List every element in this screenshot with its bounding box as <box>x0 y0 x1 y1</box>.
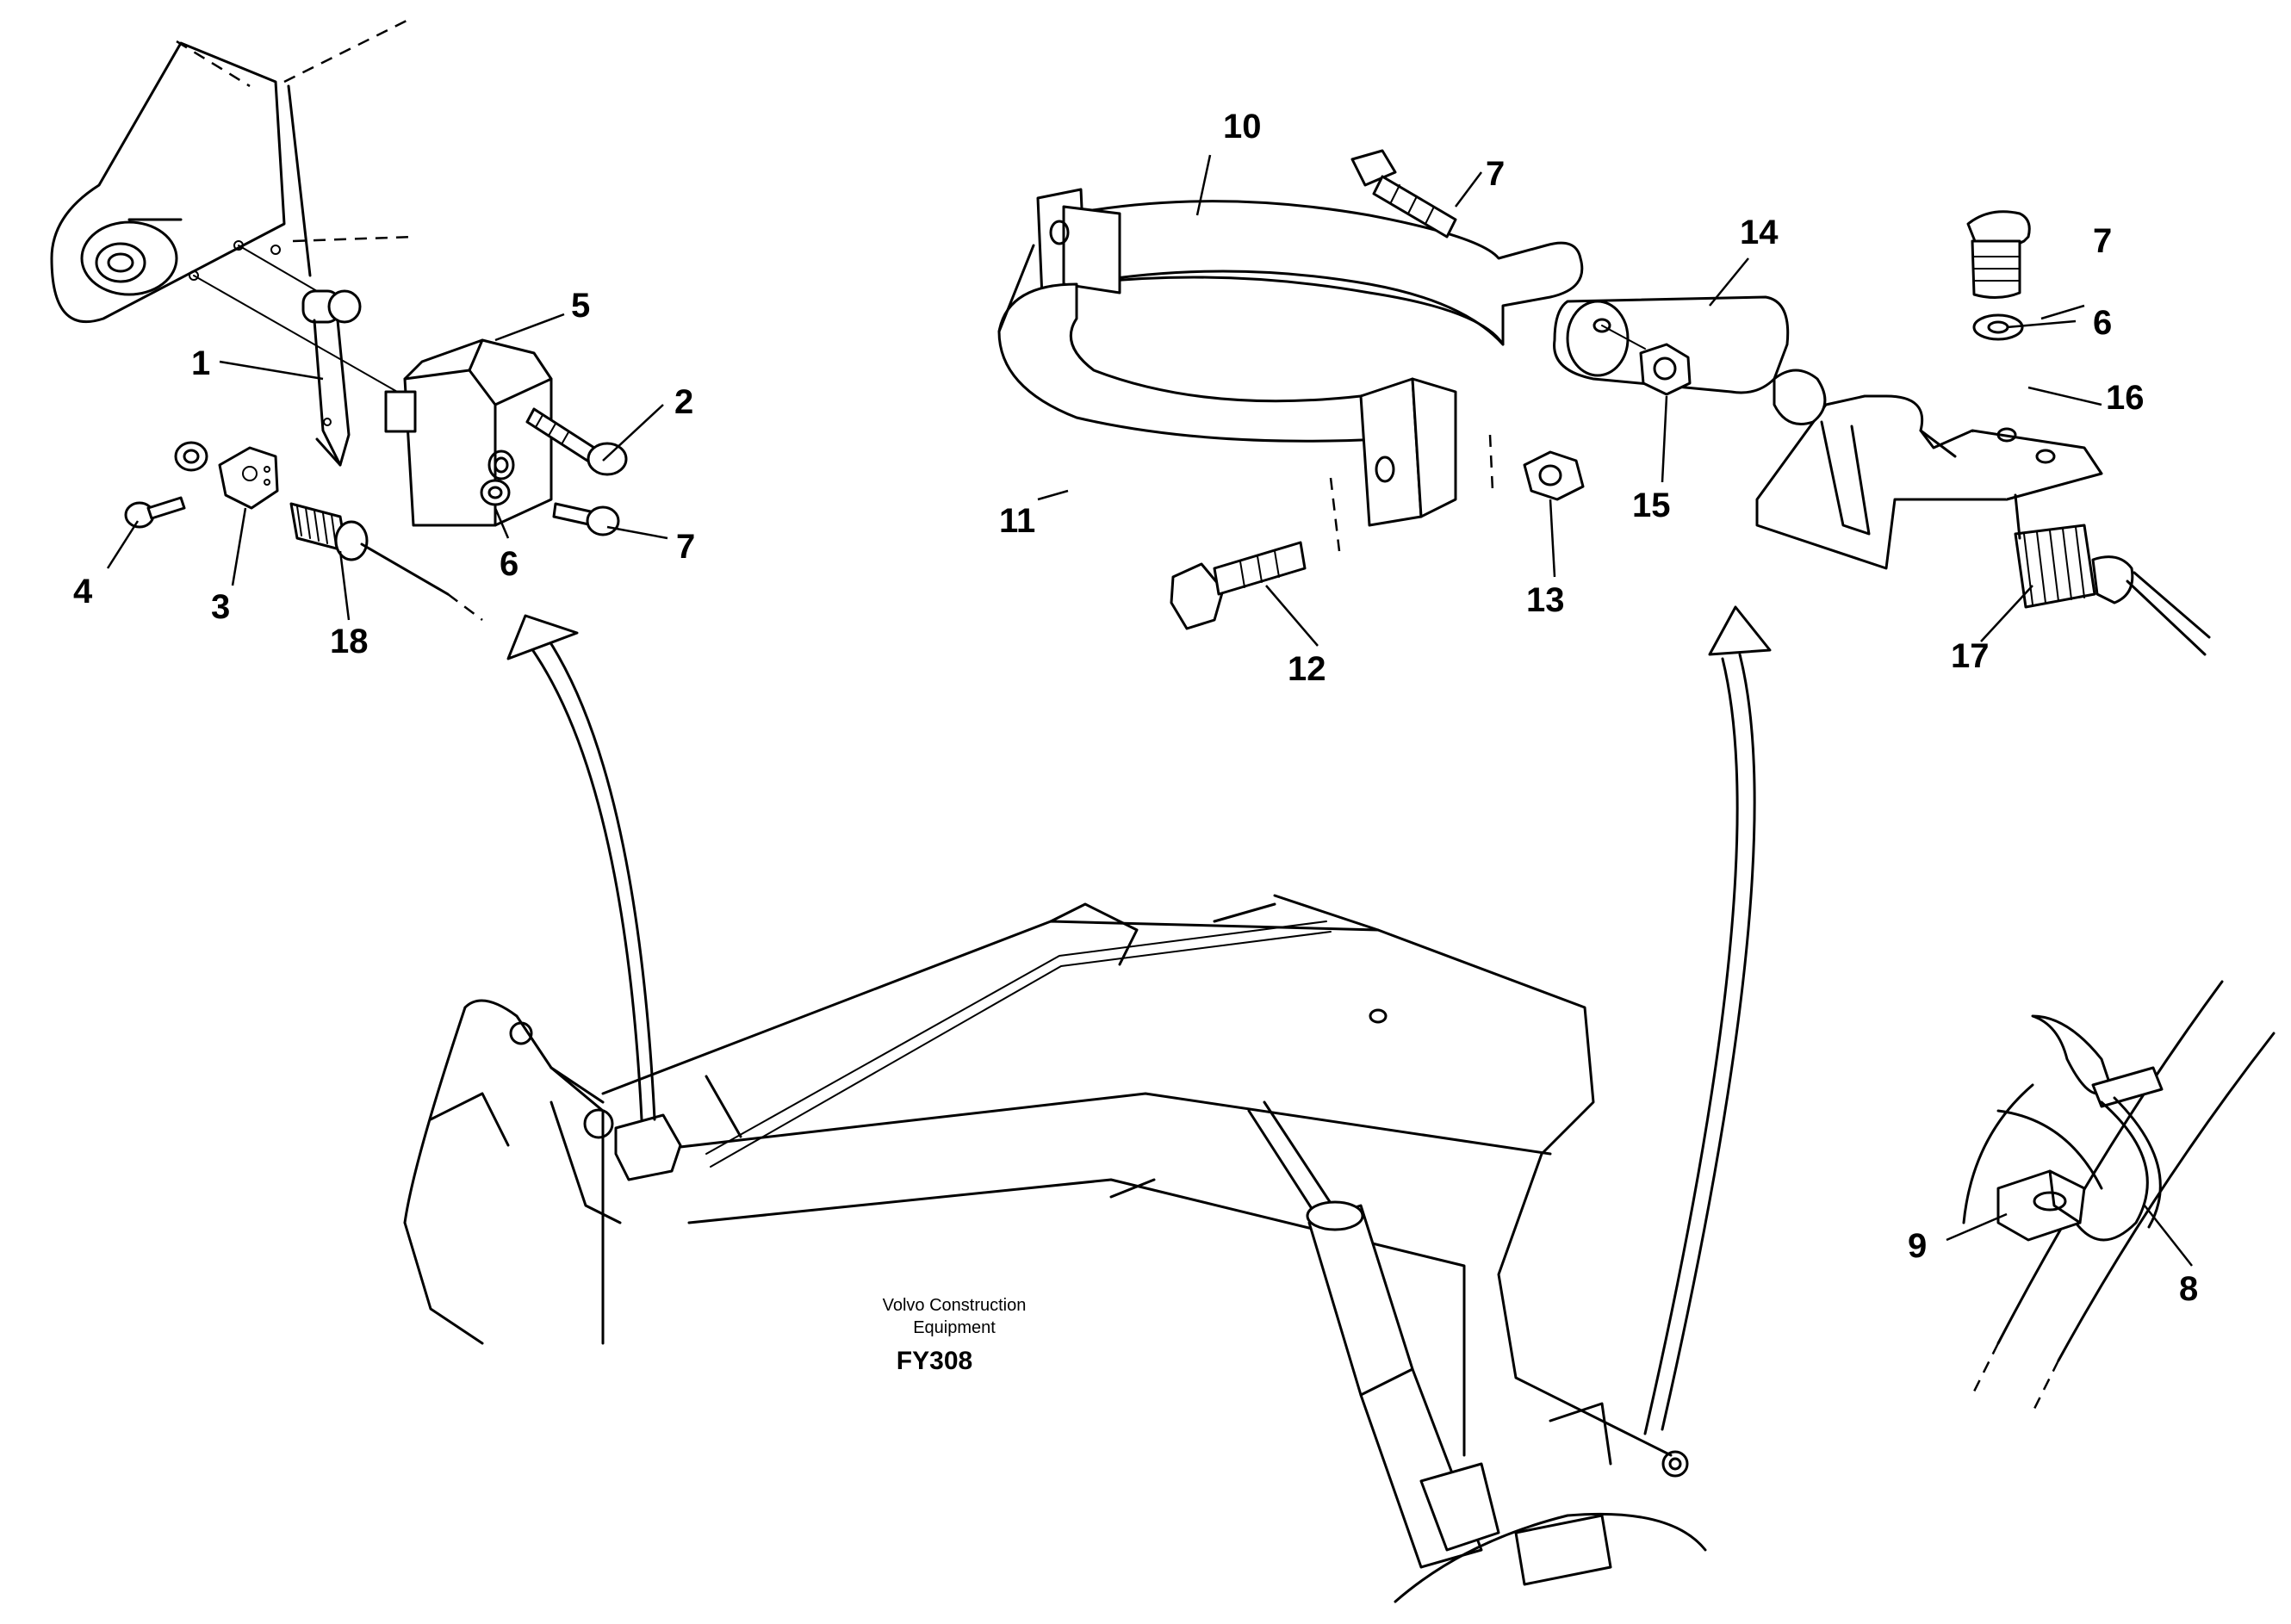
clamp-upper-half <box>1036 188 1584 346</box>
bolt-7-top <box>1350 149 1457 239</box>
callout-10: 10 <box>1223 108 1262 146</box>
callout-4: 4 <box>73 573 93 611</box>
detail-cable-tie <box>1962 980 2275 1413</box>
callout-13: 13 <box>1526 581 1565 619</box>
bolt-7-right <box>1966 210 2031 299</box>
callout-17: 17 <box>1951 637 1990 675</box>
clamp-lower-half <box>997 244 1457 527</box>
bolt-2 <box>525 407 628 476</box>
callout-7-right: 7 <box>2093 222 2112 260</box>
detail-cable-holder <box>1755 210 2211 656</box>
callout-2: 2 <box>674 383 693 421</box>
callout-15: 15 <box>1632 487 1671 524</box>
callout-6-right: 6 <box>2093 304 2112 342</box>
callout-14: 14 <box>1740 214 1779 251</box>
callout-7-left: 7 <box>676 528 695 566</box>
callout-12: 12 <box>1288 650 1326 688</box>
nut-13 <box>1523 450 1585 501</box>
callout-1: 1 <box>191 344 210 382</box>
bolt-12 <box>1170 541 1307 630</box>
screw-4 <box>124 496 186 529</box>
lever-bracket <box>301 289 362 467</box>
callout-5: 5 <box>571 287 590 325</box>
callout-7-top: 7 <box>1486 155 1505 193</box>
callout-9: 9 <box>1908 1227 1927 1265</box>
cable-tie-strap <box>2031 1014 2164 1242</box>
figure-code: FY308 <box>897 1347 972 1375</box>
caption-line-2: Equipment <box>913 1318 996 1337</box>
callout-18: 18 <box>330 623 369 660</box>
cable-tie-mount <box>1996 1169 2086 1242</box>
leader-lines <box>106 154 2193 1267</box>
callout-8: 8 <box>2179 1270 2198 1308</box>
callout-labels: 1 2 3 4 5 6 7 18 10 7 11 12 13 14 15 7 6… <box>73 108 2198 1308</box>
screw-7-left <box>552 502 620 536</box>
pin-14 <box>1553 295 1790 394</box>
boom-assembly <box>403 894 1707 1603</box>
nut-15 <box>1639 343 1692 396</box>
figure-caption: Volvo Construction Equipment FY308 <box>883 1296 1027 1375</box>
pointer-arrows <box>506 605 1772 1435</box>
cable-bracket <box>218 446 279 510</box>
cable-holder-bracket <box>1755 369 2103 570</box>
detail-switch-assembly <box>50 15 628 621</box>
boom-cylinder <box>1247 1100 1500 1569</box>
washer-6-left <box>480 479 511 506</box>
cable-end-18 <box>289 502 483 621</box>
caption-line-1: Volvo Construction <box>883 1296 1027 1315</box>
callout-11: 11 <box>999 502 1035 540</box>
cable-end-17 <box>2014 493 2211 656</box>
limit-switch <box>384 338 553 527</box>
callout-3: 3 <box>211 588 230 626</box>
callout-16: 16 <box>2106 379 2145 417</box>
detail-clamp-assembly <box>997 149 1790 630</box>
callout-6-left: 6 <box>500 545 518 583</box>
